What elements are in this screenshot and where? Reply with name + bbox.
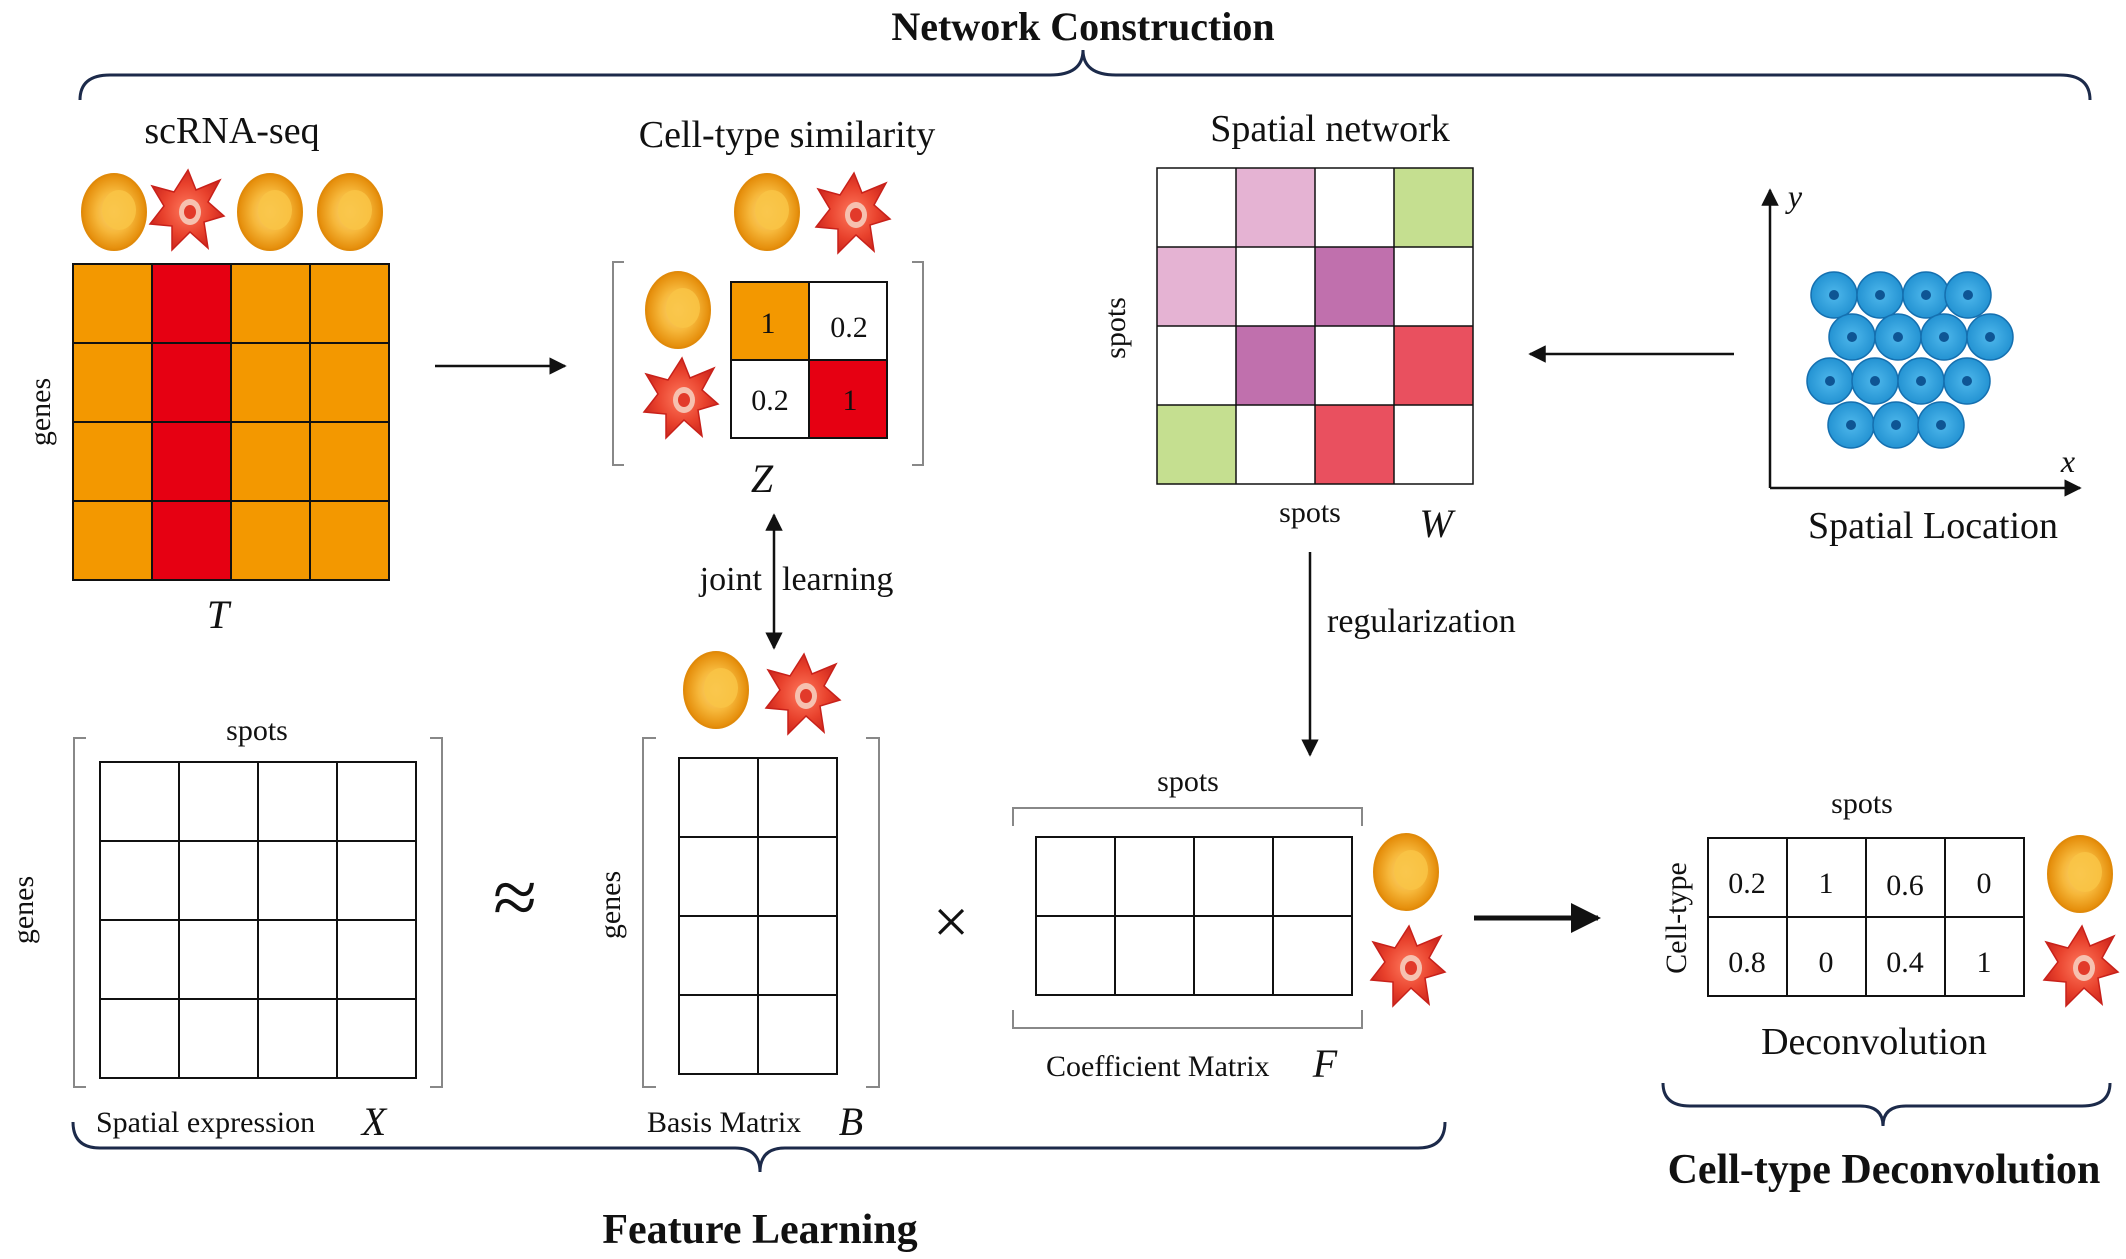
spatial-expression-matrix bbox=[99, 761, 417, 1079]
spot-cell-icon bbox=[1827, 401, 1875, 449]
similarity-title: Cell-type similarity bbox=[639, 114, 936, 156]
deconv-cell: 1 bbox=[1977, 946, 1992, 979]
deconv-cell: 0.2 bbox=[1728, 867, 1766, 900]
round-cell-icon bbox=[237, 173, 303, 251]
spot-cell-icon bbox=[1943, 357, 1991, 405]
spot-cell-icon bbox=[1856, 271, 1904, 319]
similarity-cell: 0.2 bbox=[830, 311, 868, 344]
feature-learning-brace bbox=[71, 1121, 1447, 1173]
round-cell-icon bbox=[683, 651, 749, 729]
spatial-expression-brackets bbox=[73, 737, 443, 1088]
deconv-cell: 0.6 bbox=[1886, 869, 1924, 902]
coefficient-caption: Coefficient Matrix bbox=[1046, 1050, 1270, 1083]
matrix-symbol-f: F bbox=[1312, 1041, 1338, 1086]
similarity-cell: 1 bbox=[761, 307, 776, 340]
coefficient-brackets bbox=[1012, 807, 1363, 1029]
deconv-cell: 0.8 bbox=[1728, 946, 1766, 979]
deconv-col-label: spots bbox=[1831, 787, 1893, 820]
star-cell-icon bbox=[815, 172, 891, 254]
matrix-symbol-b: B bbox=[839, 1099, 863, 1144]
matrix-symbol-x: X bbox=[360, 1099, 388, 1144]
basis-caption: Basis Matrix bbox=[647, 1106, 801, 1139]
spot-cluster bbox=[1806, 271, 2014, 449]
round-cell-icon bbox=[645, 271, 711, 349]
matrix-symbol-z: Z bbox=[751, 456, 774, 501]
scrna-title: scRNA-seq bbox=[144, 110, 319, 152]
scrna-genes-label: genes bbox=[24, 378, 57, 446]
approx-symbol: ≈ bbox=[493, 854, 537, 942]
star-cell-icon bbox=[643, 357, 719, 439]
deconvolution-brace bbox=[1661, 1082, 2112, 1127]
basis-brackets bbox=[642, 737, 880, 1088]
similarity-brackets bbox=[612, 261, 924, 466]
spot-cell-icon bbox=[1872, 401, 1920, 449]
star-cell-icon bbox=[2043, 925, 2119, 1007]
spot-cell-icon bbox=[1874, 313, 1922, 361]
deconv-caption: Deconvolution bbox=[1761, 1021, 1987, 1063]
star-cell-icon bbox=[1370, 925, 1446, 1007]
spot-cell-icon bbox=[1920, 313, 1968, 361]
deconv-cell: 1 bbox=[1819, 867, 1834, 900]
deconv-cell: 0 bbox=[1977, 867, 1992, 900]
regularization-label: regularization bbox=[1327, 603, 1516, 640]
spatial-location-y-axis: y bbox=[1785, 178, 1803, 214]
joint-learning-word1: joint bbox=[699, 561, 763, 598]
spatial-network-row-label: spots bbox=[1099, 297, 1132, 359]
joint-learning-word2: learning bbox=[782, 561, 893, 598]
star-cell-icon bbox=[149, 169, 225, 251]
spot-cell-icon bbox=[1917, 401, 1965, 449]
spatial-network-matrix bbox=[1156, 167, 1474, 485]
coefficient-col-label: spots bbox=[1157, 765, 1219, 798]
network-construction-title: Network Construction bbox=[891, 4, 1274, 49]
spatial-network-title: Spatial network bbox=[1210, 108, 1450, 150]
matrix-symbol-t: T bbox=[207, 592, 232, 637]
round-cell-icon bbox=[1373, 833, 1439, 911]
similarity-cell: 1 bbox=[843, 384, 858, 417]
basis-matrix bbox=[678, 757, 838, 1075]
network-construction-brace bbox=[78, 49, 2092, 101]
spot-cell-icon bbox=[1902, 271, 1950, 319]
deconv-cell: 0 bbox=[1819, 946, 1834, 979]
spatial-location-title: Spatial Location bbox=[1808, 505, 2058, 547]
spatial-location-axes bbox=[1761, 188, 2082, 497]
spatial-expression-caption: Spatial expression bbox=[96, 1106, 315, 1139]
spot-cell-icon bbox=[1966, 313, 2014, 361]
deconv-matrix: 0.2 1 0.6 0 0.8 0 0.4 1 bbox=[1707, 837, 2025, 997]
spot-cell-icon bbox=[1806, 357, 1854, 405]
deconvolution-section-title: Cell-type Deconvolution bbox=[1668, 1147, 2101, 1193]
feature-learning-title: Feature Learning bbox=[602, 1207, 917, 1253]
basis-row-label: genes bbox=[594, 871, 627, 939]
round-cell-icon bbox=[81, 173, 147, 251]
spatial-network-col-label: spots bbox=[1279, 496, 1341, 529]
coefficient-matrix bbox=[1035, 836, 1353, 996]
spot-cell-icon bbox=[1810, 271, 1858, 319]
deconv-row-label: Cell-type bbox=[1660, 862, 1693, 974]
round-cell-icon bbox=[317, 173, 383, 251]
spot-cell-icon bbox=[1851, 357, 1899, 405]
times-symbol: × bbox=[933, 886, 969, 957]
deconv-cell: 0.4 bbox=[1886, 946, 1924, 979]
similarity-cell: 0.2 bbox=[751, 384, 789, 417]
spatial-expression-col-label: spots bbox=[226, 714, 288, 747]
scrna-matrix bbox=[72, 263, 390, 581]
round-cell-icon bbox=[2047, 835, 2113, 913]
spot-cell-icon bbox=[1897, 357, 1945, 405]
spot-cell-icon bbox=[1828, 313, 1876, 361]
spot-cell-icon bbox=[1944, 271, 1992, 319]
spatial-location-x-axis: x bbox=[2060, 443, 2075, 479]
similarity-matrix: 1 0.2 0.2 1 bbox=[730, 281, 888, 439]
matrix-symbol-w: W bbox=[1419, 501, 1456, 546]
star-cell-icon bbox=[765, 653, 841, 735]
spatial-expression-row-label: genes bbox=[7, 876, 40, 944]
round-cell-icon bbox=[734, 173, 800, 251]
